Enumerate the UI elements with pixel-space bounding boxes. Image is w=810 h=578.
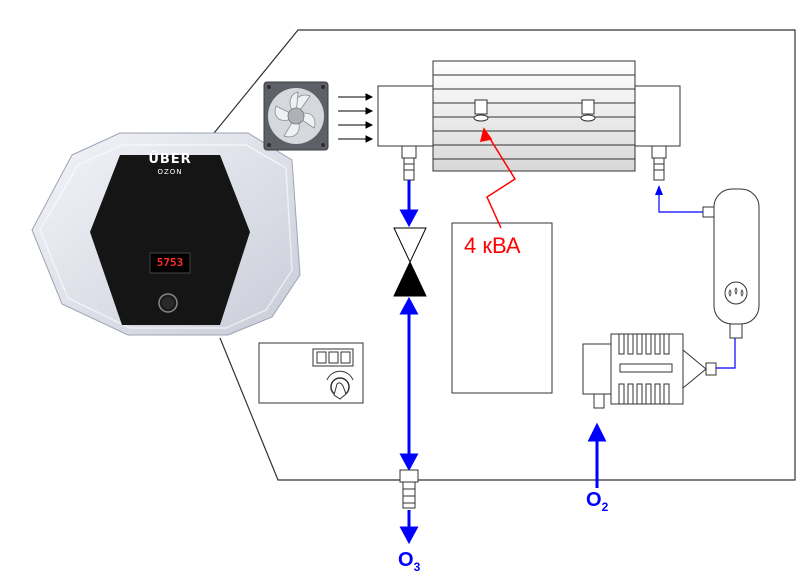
heatsink-fins [432,60,636,172]
oxygen-cylinder [702,188,760,339]
oxygen-input-label: O2 [586,489,609,514]
panel-display-icon [312,348,354,367]
high-voltage-line [479,127,517,229]
cell-fittings [401,145,667,181]
power-supply-box [451,222,553,394]
ozone-output-label: O3 [398,549,421,574]
ozone-generator-device [31,132,301,336]
check-valve [393,227,427,297]
power-label: 4 кВА [464,233,521,258]
cooling-fan [263,81,329,151]
device-display-value: 5753 [156,256,184,269]
ozone-flow-line [399,180,419,545]
compressor [582,333,717,409]
brand-logo-bottom: OZON [157,168,183,176]
oxygen-input-arrow [587,422,607,488]
control-panel [258,342,364,404]
device-display [149,252,191,274]
outlet-fitting [399,469,419,509]
brand-logo-top: ÜBER [148,152,192,167]
ozone-cell [377,60,681,181]
device-front-panel [90,155,250,325]
hand-pointer-icon [333,382,347,400]
housing-outline [209,29,796,481]
electrode-bolts [473,99,596,122]
airflow-arrows [338,93,374,143]
